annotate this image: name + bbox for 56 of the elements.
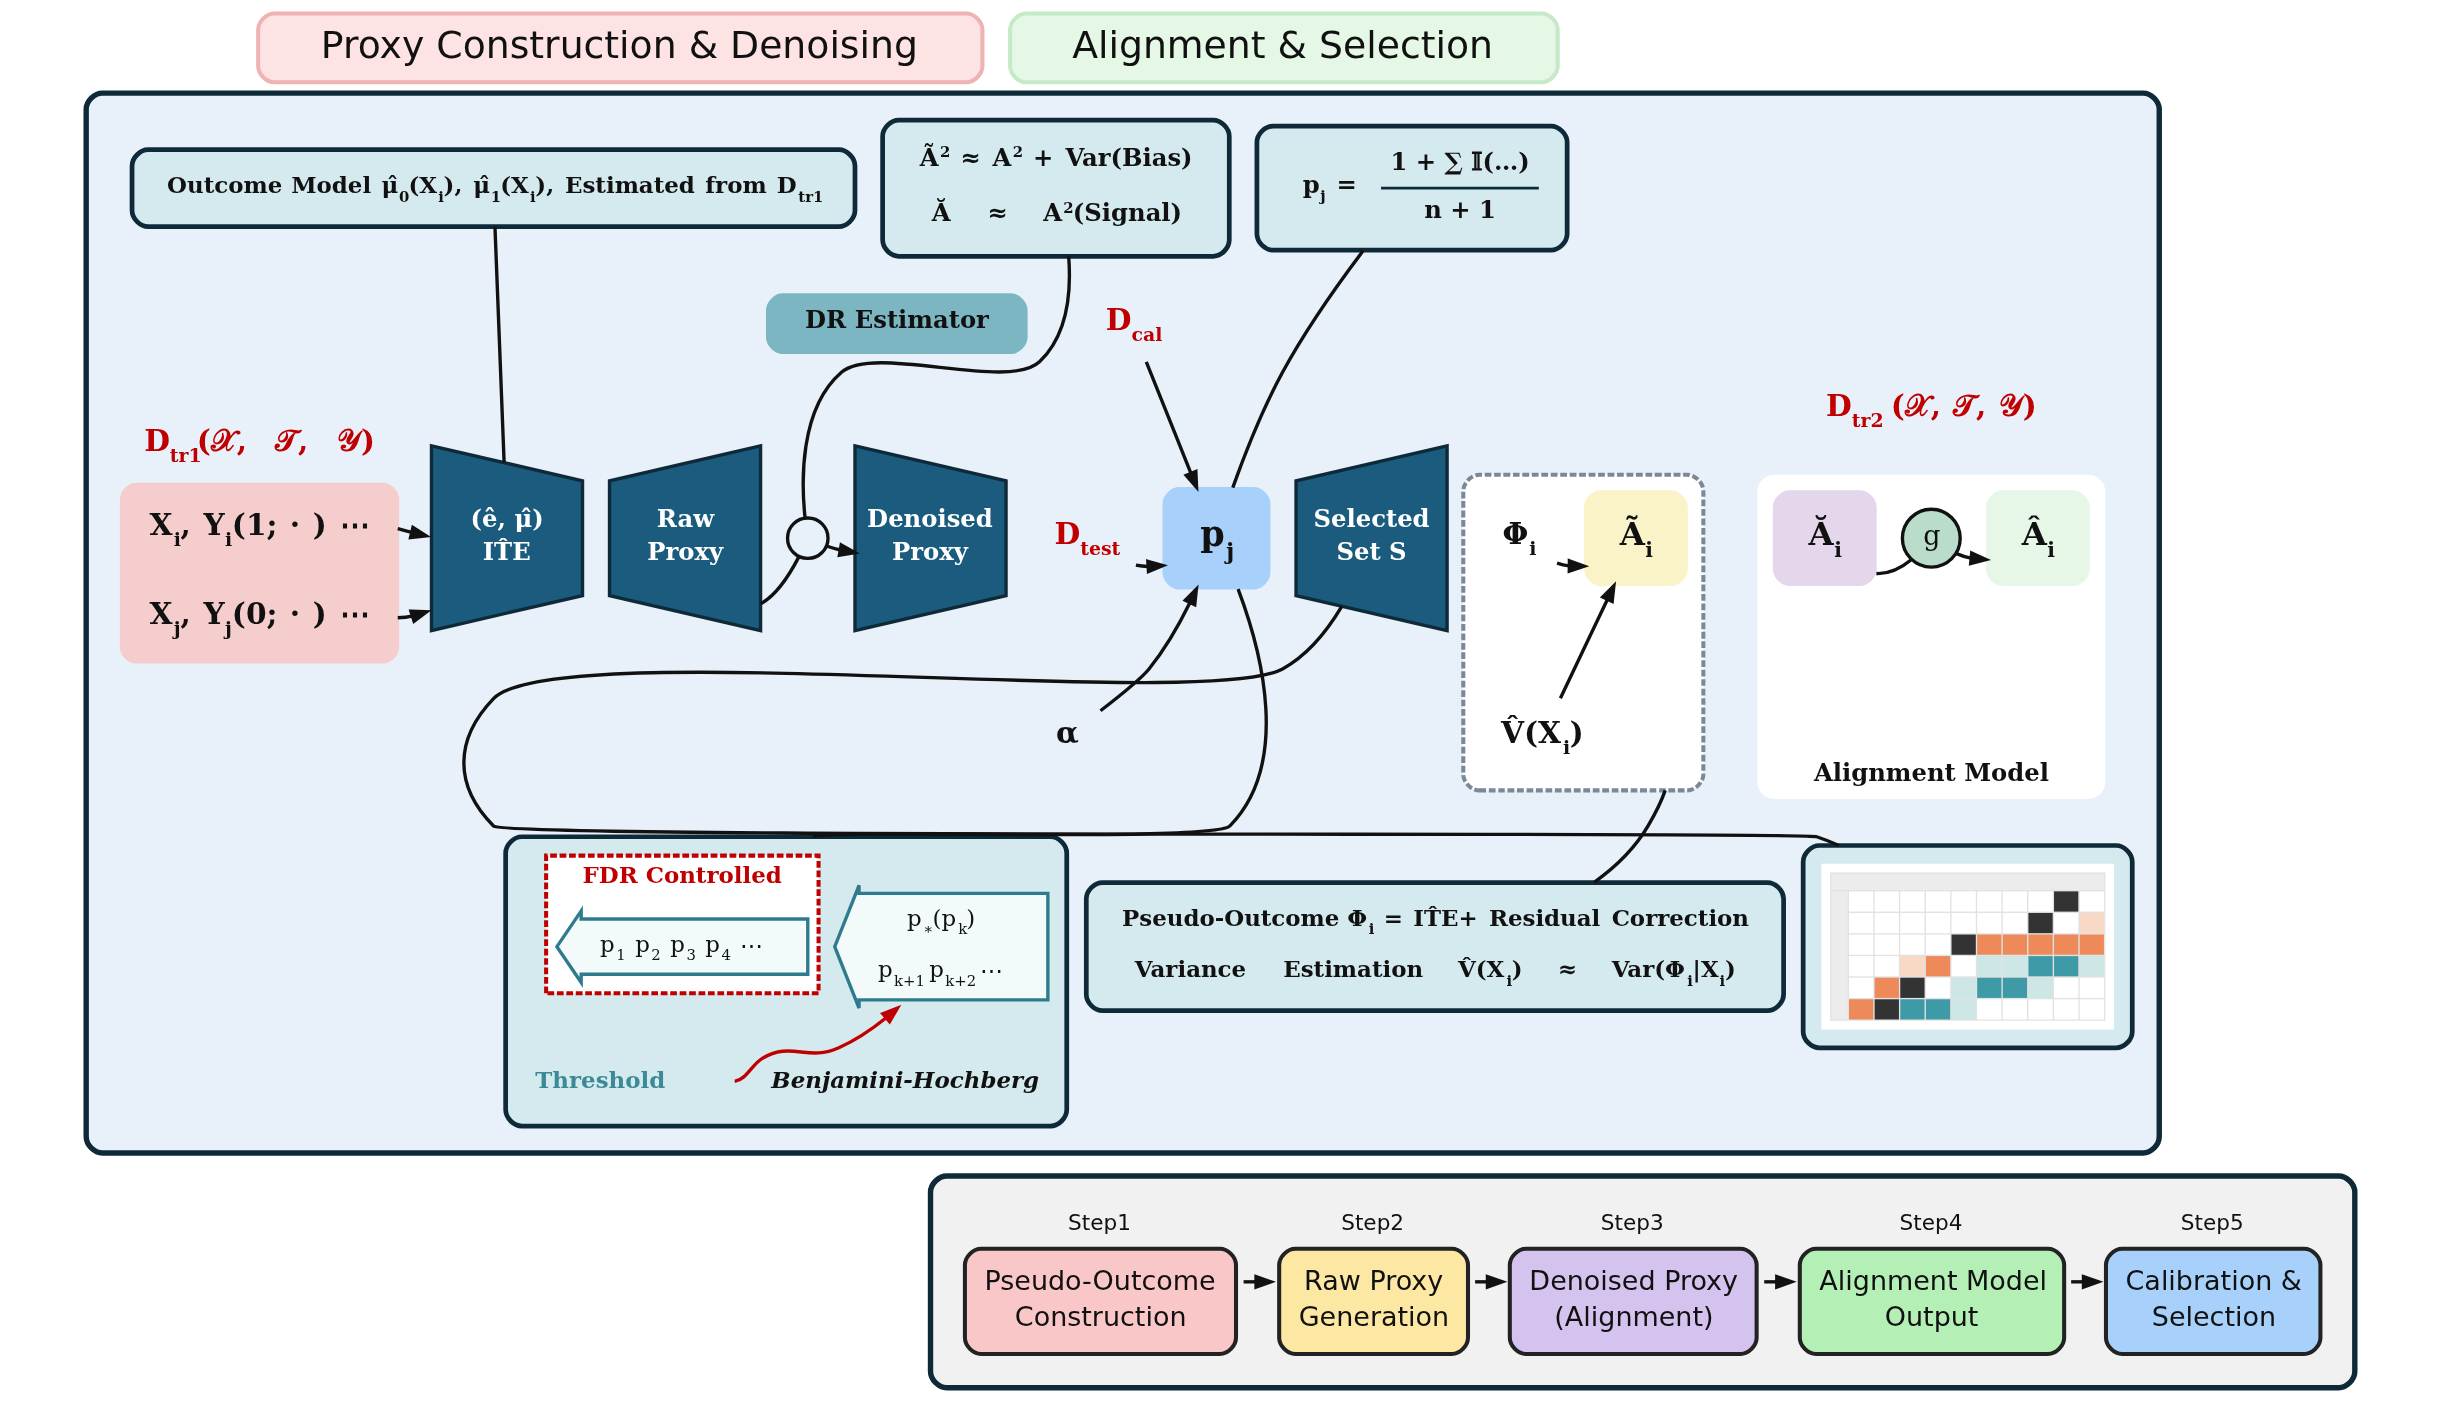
node-box: X$_{i}$, Y$_{i}$(1; · ) ⋯ X$_{j}$, Y$_{j}$(0; · ) ⋯ xyxy=(119,482,399,664)
arrow xyxy=(1558,581,1616,699)
node-box: Ã$^{2}$ ≈ A$^{2}$ + Var(Bias) Ă ≈ A$^{2}$(Signal) xyxy=(879,117,1232,259)
node-circle xyxy=(785,516,830,561)
label: Threshold xyxy=(534,1065,665,1093)
node-box: p$_{j}$ xyxy=(1162,486,1270,590)
connector xyxy=(759,555,800,606)
node-box: DR Estimator xyxy=(765,293,1028,355)
node-box: (ê, μ̂) IT̂E xyxy=(429,443,584,633)
node-label: D$_{tr2}$ (𝒳, 𝒯, 𝒴) xyxy=(1825,388,2037,432)
arrow xyxy=(1954,550,1991,566)
connector xyxy=(1230,249,1365,489)
cluster xyxy=(83,90,2162,1156)
connector xyxy=(801,256,1071,519)
node-label: Step3 xyxy=(1600,1210,1664,1236)
cluster xyxy=(927,1173,2357,1391)
node-picture xyxy=(1820,863,2114,1030)
node-box: Outcome Model μ̂$_{0}$(X$_{i}$), μ̂$_{1}$(X$_{i}$), Estimated from D$_{tr1}$ xyxy=(129,147,857,229)
arrow xyxy=(1474,1274,1507,1290)
connector xyxy=(1875,558,1913,576)
node-text: D$_{cal}$ xyxy=(1105,301,1162,345)
node-box: Ã$_{i}$ xyxy=(1583,490,1688,587)
node-box: Ă$_{i}$ xyxy=(1772,490,1877,587)
node-label: Step5 xyxy=(2180,1210,2244,1236)
node-circle: g xyxy=(1900,507,1962,569)
node-box: p$_{j}$ = 1 + ∑ 𝕀(…) n + 1 xyxy=(1254,123,1569,253)
node-label: Step2 xyxy=(1340,1210,1404,1236)
arrow xyxy=(733,1004,901,1083)
arrow xyxy=(1098,584,1199,713)
node-label: Step4 xyxy=(1899,1210,1962,1236)
arrow xyxy=(1243,1274,1276,1290)
node-box: Proxy Construction & Denoising xyxy=(255,11,984,85)
connector xyxy=(812,588,1268,839)
node-box: Alignment & Selection xyxy=(1007,11,1560,85)
node-text: V̂(X$_{i}$) xyxy=(1500,714,1584,758)
node-box: Selected Set S xyxy=(1293,443,1449,633)
cluster xyxy=(1460,472,1705,793)
connector xyxy=(1592,789,1667,884)
node-box: Denoised Proxy xyxy=(852,443,1008,633)
node-box: Pseudo-Outcome Φ$_{i}$ = IT̂E+ Residual Correction Variance Estimation V̂(X$_{i}$) ≈ Var(Φ$_{i}$|X$_{i}$) xyxy=(1083,880,1786,1014)
arrow xyxy=(1556,558,1589,574)
cluster xyxy=(502,834,1069,1129)
node-label: D$_{tr1}$(𝒳, 𝒯, 𝒴) xyxy=(143,423,375,467)
node-text: Φ$_{i}$ xyxy=(1501,516,1537,560)
arrow xyxy=(2070,1274,2103,1290)
node-text: D$_{test}$ xyxy=(1054,516,1120,560)
node-label: Step1 xyxy=(1067,1210,1131,1236)
arrow xyxy=(1144,361,1198,492)
label: Benjamini-Hochberg xyxy=(770,1065,1039,1093)
arrow xyxy=(1763,1274,1797,1290)
connector xyxy=(462,605,1839,848)
node-box: Raw Proxy xyxy=(607,443,762,633)
cluster xyxy=(1800,843,2135,1051)
node-box: Â$_{i}$ xyxy=(1985,490,2090,587)
connector xyxy=(492,226,506,463)
node-text: α xyxy=(1055,714,1079,750)
